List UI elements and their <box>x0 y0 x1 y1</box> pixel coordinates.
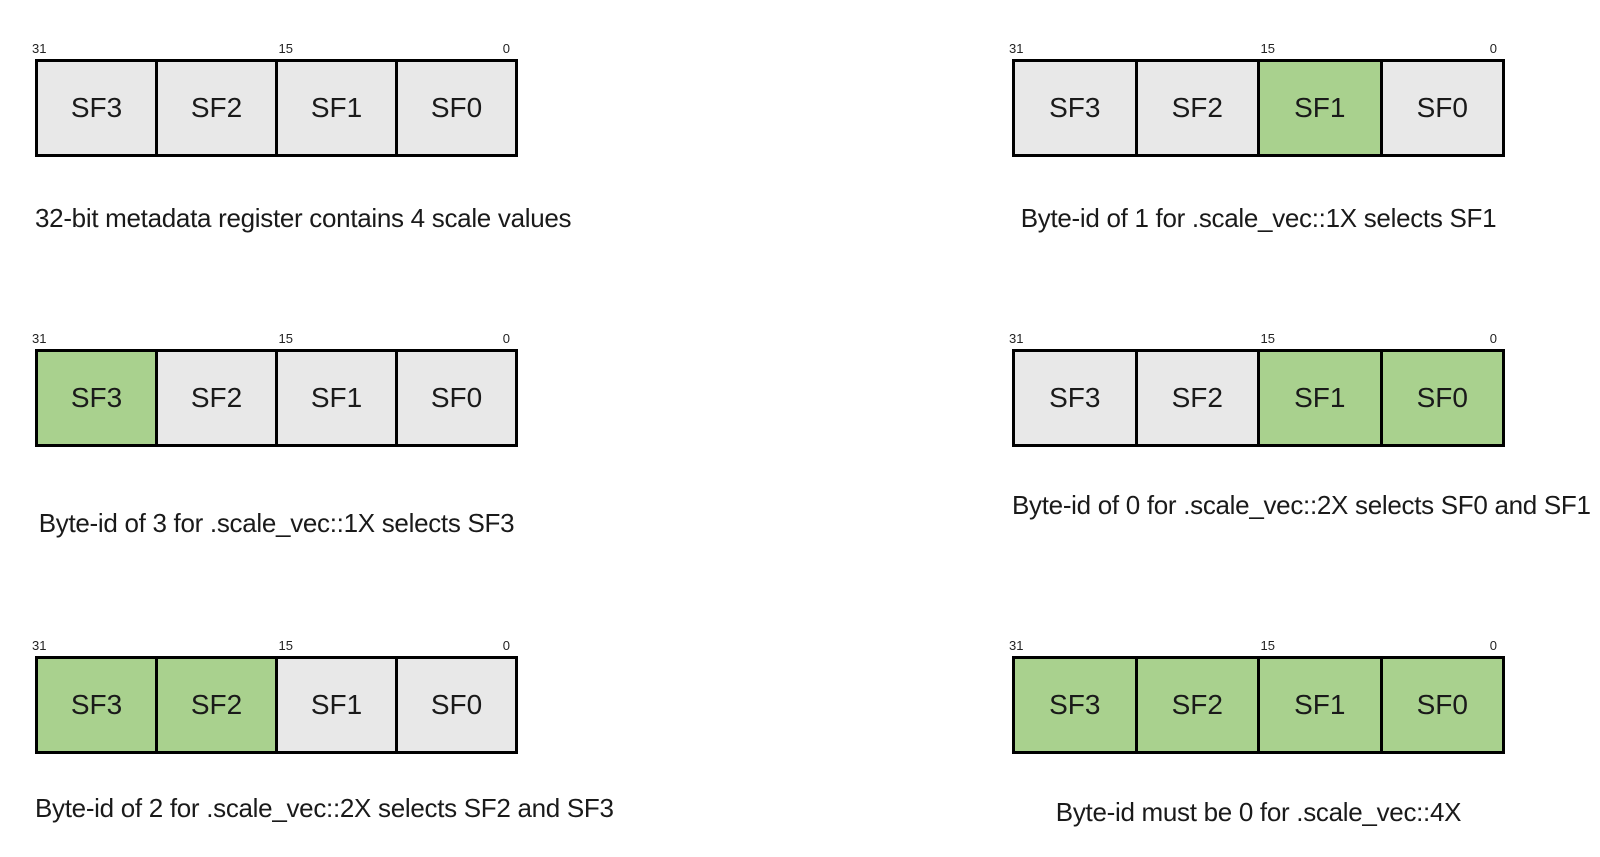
register-cell-sf0: SF0 <box>1382 352 1502 444</box>
bit-ruler: 31 15 0 <box>32 325 518 349</box>
bit-label-0: 0 <box>1489 331 1497 346</box>
bit-label-31: 31 <box>32 41 47 56</box>
bit-label-0: 0 <box>1489 638 1497 653</box>
bit-label-31: 31 <box>1009 638 1024 653</box>
bit-label-15: 15 <box>278 41 293 56</box>
register-cell-sf3: SF3 <box>38 659 158 751</box>
bit-label-31: 31 <box>1009 41 1024 56</box>
diagram-caption: Byte-id must be 0 for .scale_vec::4X <box>1055 797 1462 827</box>
diagram-caption: Byte-id of 3 for .scale_vec::1X selects … <box>38 508 515 538</box>
register-box: SF3 SF2 SF1 SF0 <box>35 59 518 157</box>
bit-label-15: 15 <box>1260 41 1275 56</box>
register-cell-sf1: SF1 <box>1260 352 1383 444</box>
register-cell-sf2: SF2 <box>158 62 278 154</box>
bit-ruler: 31 15 0 <box>1009 325 1505 349</box>
diagram-caption: Byte-id of 2 for .scale_vec::2X selects … <box>35 793 614 823</box>
register-diagram-byteid2-2x: 31 15 0 SF3 SF2 SF1 SF0 Byte-id of 2 for… <box>32 632 614 824</box>
register-box: SF3 SF2 SF1 SF0 <box>35 656 518 754</box>
bit-label-15: 15 <box>1260 638 1275 653</box>
register-box: SF3 SF2 SF1 SF0 <box>35 349 518 447</box>
register-cell-sf1: SF1 <box>278 62 398 154</box>
bit-label-15: 15 <box>278 331 293 346</box>
bit-ruler: 31 15 0 <box>32 35 518 59</box>
register-cell-sf2: SF2 <box>158 659 278 751</box>
bit-label-0: 0 <box>502 638 510 653</box>
register-cell-sf0: SF0 <box>1382 659 1502 751</box>
register-diagram-metadata: 31 15 0 SF3 SF2 SF1 SF0 32-bit metadata … <box>32 35 572 234</box>
register-cell-sf0: SF0 <box>398 352 515 444</box>
register-cell-sf3: SF3 <box>38 62 158 154</box>
bit-label-31: 31 <box>32 638 47 653</box>
bit-label-31: 31 <box>32 331 47 346</box>
bit-label-31: 31 <box>1009 331 1024 346</box>
register-cell-sf2: SF2 <box>1137 62 1260 154</box>
register-cell-sf3: SF3 <box>1015 62 1138 154</box>
register-diagram-byteid0-2x: 31 15 0 SF3 SF2 SF1 SF0 Byte-id of 0 for… <box>1009 325 1591 521</box>
register-cell-sf2: SF2 <box>1137 352 1260 444</box>
register-cell-sf3: SF3 <box>38 352 158 444</box>
register-cell-sf0: SF0 <box>398 62 515 154</box>
bit-label-0: 0 <box>502 41 510 56</box>
register-box: SF3 SF2 SF1 SF0 <box>1012 349 1505 447</box>
diagram-caption: 32-bit metadata register contains 4 scal… <box>35 203 572 233</box>
bit-ruler: 31 15 0 <box>1009 35 1505 59</box>
diagram-caption: Byte-id of 0 for .scale_vec::2X selects … <box>1012 490 1591 520</box>
register-cell-sf0: SF0 <box>1382 62 1502 154</box>
diagram-caption: Byte-id of 1 for .scale_vec::1X selects … <box>1020 203 1497 233</box>
bit-ruler: 31 15 0 <box>1009 632 1505 656</box>
bit-label-0: 0 <box>1489 41 1497 56</box>
register-diagram-byteid3-1x: 31 15 0 SF3 SF2 SF1 SF0 Byte-id of 3 for… <box>32 325 518 539</box>
bit-ruler: 31 15 0 <box>32 632 518 656</box>
register-cell-sf2: SF2 <box>1137 659 1260 751</box>
register-cell-sf1: SF1 <box>1260 62 1383 154</box>
register-cell-sf2: SF2 <box>158 352 278 444</box>
register-diagram-byteid0-4x: 31 15 0 SF3 SF2 SF1 SF0 Byte-id must be … <box>1009 632 1505 828</box>
register-cell-sf3: SF3 <box>1015 659 1138 751</box>
register-cell-sf1: SF1 <box>278 659 398 751</box>
register-cell-sf1: SF1 <box>278 352 398 444</box>
bit-label-0: 0 <box>502 331 510 346</box>
register-cell-sf0: SF0 <box>398 659 515 751</box>
register-cell-sf3: SF3 <box>1015 352 1138 444</box>
register-box: SF3 SF2 SF1 SF0 <box>1012 59 1505 157</box>
register-box: SF3 SF2 SF1 SF0 <box>1012 656 1505 754</box>
register-cell-sf1: SF1 <box>1260 659 1383 751</box>
bit-label-15: 15 <box>278 638 293 653</box>
bit-label-15: 15 <box>1260 331 1275 346</box>
register-diagram-byteid1-1x: 31 15 0 SF3 SF2 SF1 SF0 Byte-id of 1 for… <box>1009 35 1505 234</box>
